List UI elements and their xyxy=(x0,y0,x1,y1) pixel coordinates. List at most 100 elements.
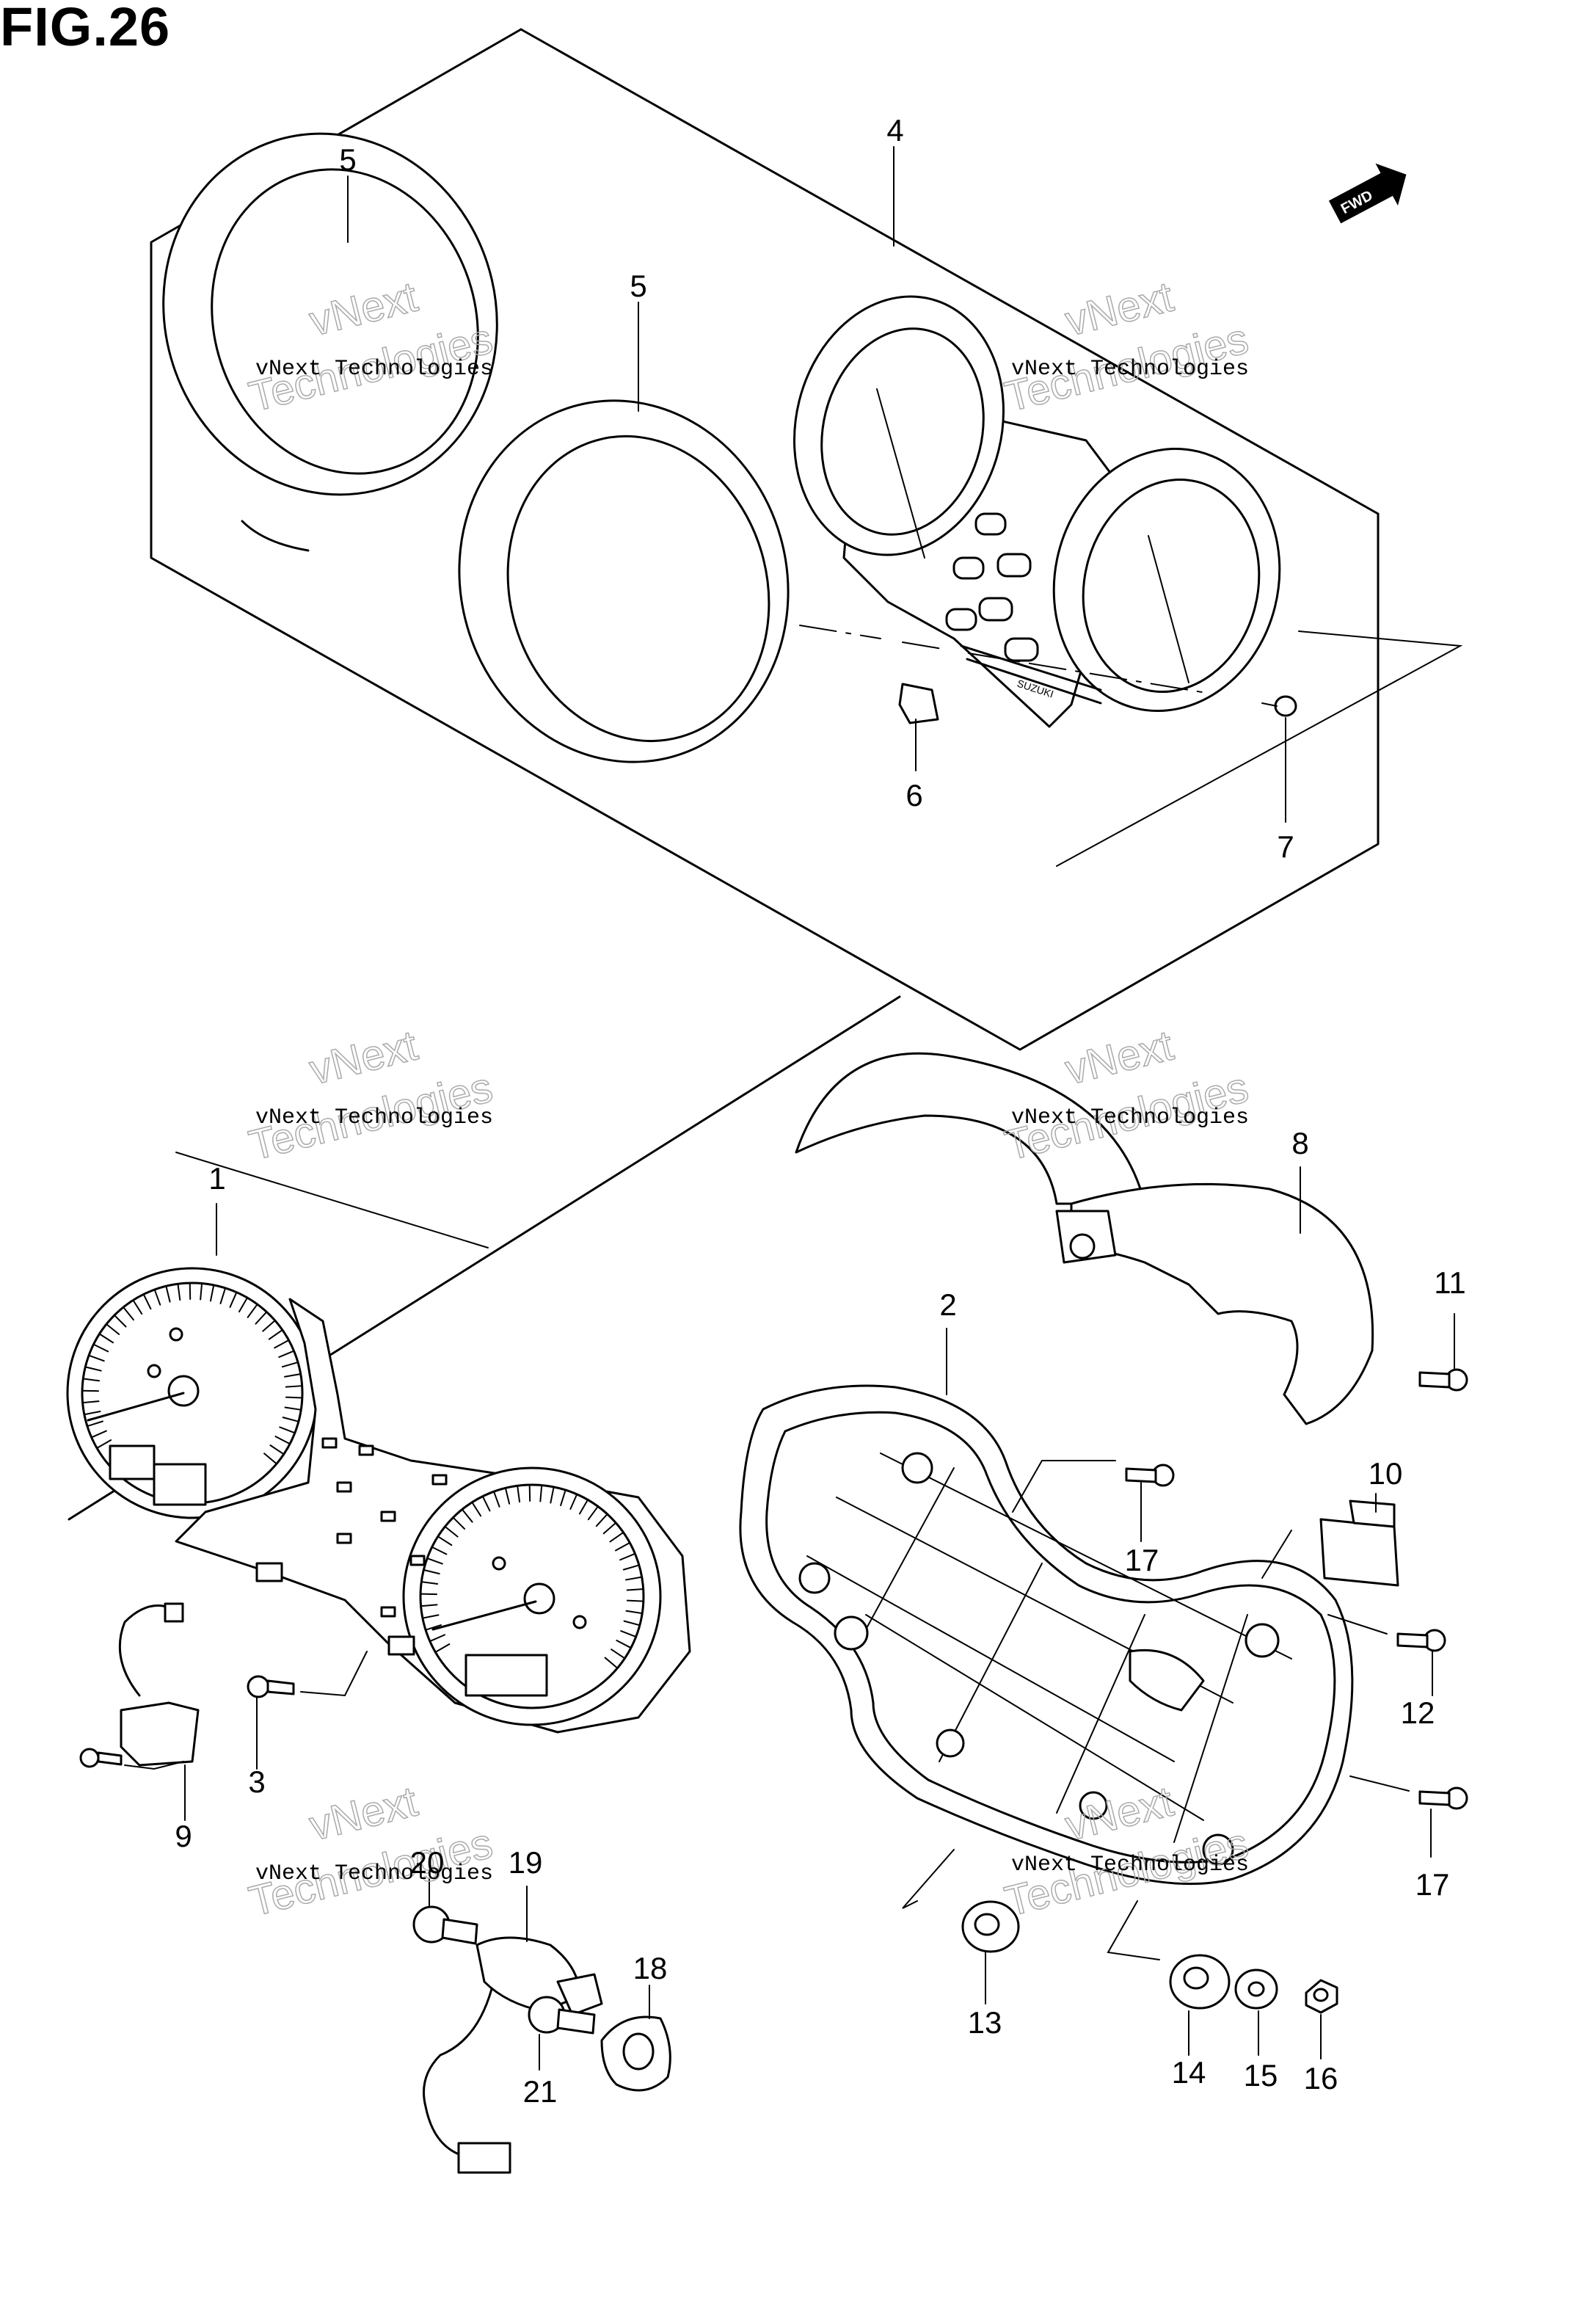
callout-7: 7 xyxy=(1277,829,1294,864)
gauge-tick xyxy=(268,1328,283,1340)
callout-labels: 1 2 3 4 5 5 6 7 8 9 10 11 12 13 14 15 16… xyxy=(175,113,1465,2109)
gauge-tick xyxy=(461,1508,473,1523)
clip-6 xyxy=(898,683,939,724)
gauge-tick xyxy=(284,1373,302,1378)
washer-15 xyxy=(1234,1969,1278,2010)
svg-text:vNext Technologies: vNext Technologies xyxy=(255,1861,493,1886)
gauge-tick xyxy=(550,1486,555,1504)
gauge-tick xyxy=(123,1306,134,1321)
meter-lower-cover xyxy=(795,1052,1374,1425)
callout-10: 10 xyxy=(1369,1456,1403,1491)
gauge-tick xyxy=(284,1406,302,1411)
gauge-tick xyxy=(625,1576,643,1581)
meter-assembly xyxy=(66,1267,691,1734)
gauge-tick xyxy=(282,1417,299,1422)
gauge-tick xyxy=(626,1588,644,1591)
gauge-tick xyxy=(622,1564,640,1571)
gauge-tick xyxy=(153,1289,161,1306)
gauge-tick xyxy=(285,1396,303,1399)
screw-11 xyxy=(1418,1368,1468,1392)
gauge-tick xyxy=(142,1293,152,1310)
gauge-tick xyxy=(614,1541,631,1552)
gauge-tick xyxy=(82,1378,101,1382)
gauge-tick xyxy=(604,1657,619,1669)
gauge-tick xyxy=(88,1354,105,1362)
callout-17b: 17 xyxy=(1415,1867,1450,1902)
screw-3 xyxy=(247,1651,368,1698)
screw-7 xyxy=(1261,695,1297,717)
callout-18: 18 xyxy=(633,1951,668,1985)
callout-11: 11 xyxy=(1434,1265,1466,1300)
gauge-tick xyxy=(281,1362,299,1368)
bezel-ring-right xyxy=(458,399,790,763)
gauge-tick xyxy=(279,1426,296,1434)
gauge-tick xyxy=(517,1485,521,1503)
gauge-tick xyxy=(620,1630,637,1638)
gauge-tick xyxy=(619,1552,636,1561)
bracket-10 xyxy=(1261,1499,1399,1587)
gauge-tick xyxy=(493,1491,500,1508)
gauge-tick xyxy=(423,1568,440,1575)
gauge-tick xyxy=(263,1453,277,1465)
gauge-tick xyxy=(274,1436,291,1445)
callout-3: 3 xyxy=(248,1764,265,1799)
gauge-tick xyxy=(247,1304,258,1318)
gauge-tick xyxy=(626,1599,644,1602)
gauge-tick xyxy=(595,1513,608,1527)
callout-20: 20 xyxy=(410,1845,445,1880)
gauge-tick xyxy=(539,1484,543,1502)
gauge-tick xyxy=(452,1516,466,1530)
watermark-5: vNext Technologies vNext Technologies xyxy=(244,1777,498,1926)
gauge-tick xyxy=(98,1333,114,1344)
gauge-tick xyxy=(429,1634,446,1643)
gauge-tick xyxy=(81,1400,100,1404)
gauge-tick xyxy=(255,1311,268,1325)
watermark-2: vNext Technologies vNext Technologies xyxy=(999,272,1253,421)
gauge-tick xyxy=(165,1285,171,1303)
gauge-tick xyxy=(90,1430,107,1439)
meter-upper-cover: SUZUKI xyxy=(792,295,1281,728)
nut-16 xyxy=(1305,1979,1338,2014)
gauge-tick xyxy=(420,1604,438,1607)
gauge-tick xyxy=(421,1614,440,1619)
callout-13: 13 xyxy=(968,2005,1002,2040)
svg-text:vNext Technologies: vNext Technologies xyxy=(1011,357,1249,382)
bulb-21 xyxy=(528,1996,596,2035)
gauge-tick xyxy=(219,1287,227,1304)
watermark-3: vNext Technologies vNext Technologies xyxy=(244,1021,498,1170)
gauge-tick xyxy=(84,1366,102,1372)
callout-9: 9 xyxy=(175,1819,192,1853)
gauge-tick xyxy=(113,1314,127,1328)
socket-18 xyxy=(600,2015,671,2092)
sensor-9 xyxy=(79,1602,200,1770)
forward-direction-badge: FWD xyxy=(1328,163,1407,224)
screw-17-upper xyxy=(1012,1460,1175,1513)
gauge-tick xyxy=(269,1444,285,1455)
screw-12 xyxy=(1327,1614,1446,1652)
gauge-tick xyxy=(92,1343,109,1353)
gauge-tick xyxy=(611,1648,626,1660)
screw-17-lower xyxy=(1349,1775,1468,1810)
callout-6: 6 xyxy=(906,778,922,813)
gauge-tick xyxy=(579,1499,589,1515)
svg-text:vNext Technologies: vNext Technologies xyxy=(1011,1853,1249,1877)
gauge-tick xyxy=(625,1610,644,1615)
bulb-20 xyxy=(412,1905,478,1945)
gauge-tick xyxy=(560,1489,566,1507)
grommet-13 xyxy=(902,1849,1020,1953)
svg-text:vNext Technologies: vNext Technologies xyxy=(255,357,493,382)
gauge-tick xyxy=(420,1581,439,1585)
gauge-tick xyxy=(437,1535,453,1546)
gauge-tick xyxy=(200,1282,203,1301)
callout-1: 1 xyxy=(208,1161,225,1196)
callout-8: 8 xyxy=(1291,1126,1308,1160)
callout-4: 4 xyxy=(886,113,903,148)
gauge-tick xyxy=(444,1525,459,1538)
gauge-tick xyxy=(238,1297,248,1313)
gauge-tick xyxy=(471,1501,482,1517)
svg-text:vNext Technologies: vNext Technologies xyxy=(1011,1105,1249,1130)
figure-title: FIG.26 xyxy=(0,0,171,57)
gauge-tick xyxy=(587,1505,599,1521)
meter-case xyxy=(739,1384,1354,1886)
